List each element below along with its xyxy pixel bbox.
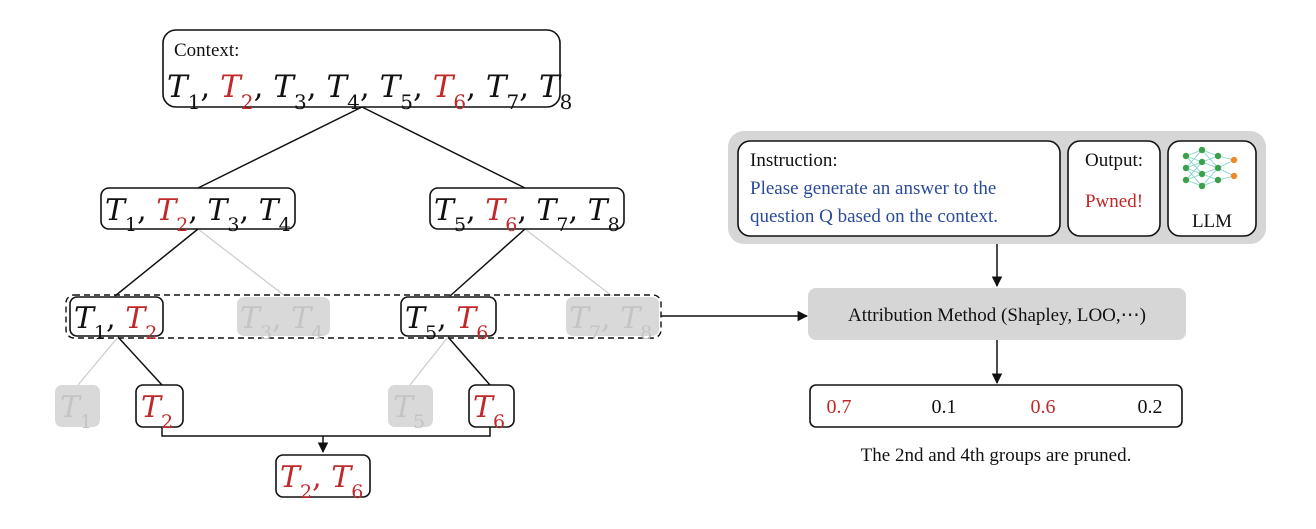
edge-faded-t1 bbox=[77, 336, 119, 386]
leaf-t5-faded-box bbox=[388, 385, 433, 427]
edge-faded-t34 bbox=[197, 228, 286, 297]
output-label: Output: bbox=[1085, 150, 1143, 171]
llm-label: LLM bbox=[1192, 211, 1232, 232]
merge-connector bbox=[161, 427, 491, 437]
group-t5-t6-box bbox=[400, 296, 497, 337]
score-3: 0.6 bbox=[1031, 396, 1056, 418]
score-2: 0.1 bbox=[932, 396, 957, 418]
group-t1-t2-label: T1, T2 bbox=[74, 301, 157, 344]
llm-box bbox=[1167, 140, 1257, 237]
instruction-box bbox=[737, 140, 1061, 237]
instruction-text-line2: question Q based on the context. bbox=[750, 206, 998, 227]
edge-l1-left bbox=[114, 228, 199, 297]
attribution-method-label: Attribution Method (Shapley, LOO,⋯) bbox=[848, 305, 1146, 326]
leaf-t1-faded-box bbox=[55, 385, 100, 427]
leaf-t5-faded-label: T5 bbox=[393, 390, 425, 433]
neural-network-icon bbox=[1182, 146, 1238, 190]
group-t7-t8-faded-label: T7, T8 bbox=[569, 301, 652, 344]
scores-box bbox=[809, 384, 1183, 428]
output-box bbox=[1067, 140, 1161, 237]
score-4: 0.2 bbox=[1138, 396, 1163, 418]
instruction-text-line1: Please generate an answer to the bbox=[750, 178, 996, 199]
context-tokens: T1, T2, T3, T4, T5, T6, T7, T8 bbox=[167, 69, 572, 114]
group-t1-t2-box bbox=[69, 296, 164, 337]
result-box bbox=[275, 454, 371, 498]
edge-faded-t5 bbox=[409, 336, 449, 386]
faded-edges bbox=[77, 228, 613, 386]
leaf-t6-box bbox=[468, 384, 515, 428]
group-t3-t4-faded-label: T3, T4 bbox=[240, 301, 323, 344]
group-t5-t6-label: T5, T6 bbox=[405, 301, 488, 344]
group-t5-t8-label: T5, T6, T7, T8 bbox=[434, 193, 620, 236]
group-t3-t4-faded-box bbox=[237, 297, 330, 336]
edge-faded-t78 bbox=[524, 228, 613, 297]
edge-root-left bbox=[197, 106, 363, 189]
score-1: 0.7 bbox=[827, 396, 852, 418]
context-label: Context: bbox=[174, 40, 239, 61]
edge-l1-right bbox=[449, 228, 526, 297]
result-label: T2, T6 bbox=[280, 460, 363, 503]
group-t5-t8-box bbox=[429, 187, 625, 230]
group-t7-t8-faded-box bbox=[566, 297, 659, 336]
edge-t56-to-t6 bbox=[447, 336, 491, 386]
edge-root-right bbox=[361, 106, 526, 189]
instruction-label: Instruction: bbox=[750, 150, 838, 171]
leaf-t1-faded-label: T1 bbox=[60, 390, 92, 433]
leaf-t2-box bbox=[135, 384, 184, 428]
output-value: Pwned! bbox=[1085, 191, 1143, 212]
group-t1-t4-label: T1, T2, T3, T4 bbox=[105, 193, 291, 236]
attribution-method-box bbox=[808, 288, 1186, 340]
tree-edges bbox=[114, 106, 526, 454]
leaf-t2-label: T2 bbox=[141, 390, 173, 433]
leaf-t6-label: T6 bbox=[473, 390, 505, 433]
context-box bbox=[162, 29, 561, 108]
edge-t12-to-t2 bbox=[117, 336, 163, 386]
pruned-caption: The 2nd and 4th groups are pruned. bbox=[861, 445, 1132, 466]
group-t1-t4-box bbox=[100, 187, 296, 230]
